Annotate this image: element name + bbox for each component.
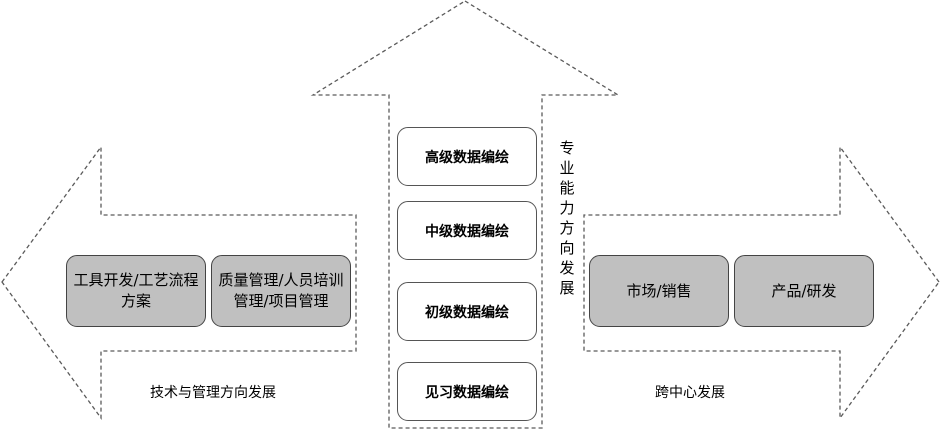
left-box-quality-management: 质量管理/人员培训管理/项目管理 (211, 255, 351, 327)
left-arrow-outline (1, 145, 357, 420)
level-label: 见习数据编绘 (425, 384, 509, 401)
level-box-intermediate: 中级数据编绘 (397, 201, 537, 260)
right-box-marketing-sales: 市场/销售 (589, 255, 729, 327)
level-label: 中级数据编绘 (425, 223, 509, 240)
box-label: 市场/销售 (626, 281, 692, 300)
right-arrow-outline (583, 145, 940, 420)
up-arrow-label: 专业能力方向发展 (559, 139, 575, 297)
level-label: 初级数据编绘 (425, 304, 509, 321)
box-label: 产品/研发 (771, 281, 837, 300)
right-box-product-rnd: 产品/研发 (734, 255, 874, 327)
level-box-junior: 初级数据编绘 (397, 282, 537, 341)
left-arrow-label: 技术与管理方向发展 (150, 385, 276, 401)
box-label: 质量管理/人员培训管理/项目管理 (218, 271, 344, 310)
level-label: 高级数据编绘 (425, 149, 509, 166)
up-arrow-outline (310, 0, 621, 429)
box-label: 工具开发/工艺流程方案 (73, 271, 199, 310)
level-box-trainee: 见习数据编绘 (397, 362, 537, 421)
left-box-tooling-process: 工具开发/工艺流程方案 (66, 255, 206, 327)
level-box-senior: 高级数据编绘 (397, 127, 537, 186)
right-arrow-label: 跨中心发展 (655, 385, 725, 401)
